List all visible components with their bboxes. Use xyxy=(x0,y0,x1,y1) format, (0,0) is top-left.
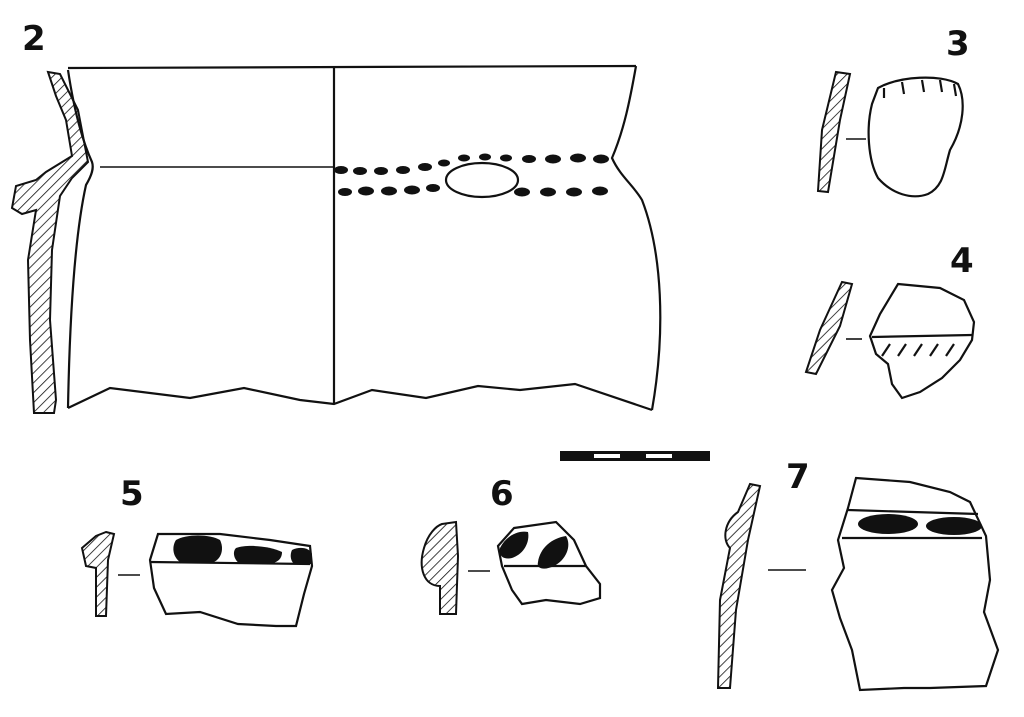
figure-7-profile-section xyxy=(716,482,762,689)
figure-7-upper-band-line xyxy=(847,508,979,516)
figure-7-impressed-blobs xyxy=(858,514,982,535)
figure-label-3: 3 xyxy=(946,24,970,64)
figure-3-profile-section xyxy=(816,70,852,194)
figure-label-2: 2 xyxy=(22,19,46,59)
figure-4-profile-section xyxy=(804,280,854,376)
figure-5-sherd-outline xyxy=(148,532,314,628)
figure-2-punctate-row-lower xyxy=(338,184,608,197)
figure-5-rim-line xyxy=(149,560,311,566)
figure-3-sherd-outline xyxy=(867,76,964,198)
figure-2-lug xyxy=(444,161,520,199)
figure-5-profile-section xyxy=(80,530,116,617)
figure-label-4: 4 xyxy=(950,241,974,281)
figure-4-hatched-band xyxy=(881,343,955,357)
scale-bar xyxy=(560,451,710,461)
figure-6-impressed-blobs xyxy=(499,531,569,569)
figure-label-7: 7 xyxy=(786,457,810,497)
figure-4-rim-line xyxy=(871,333,973,339)
figure-label-5: 5 xyxy=(120,474,144,514)
figure-4-sherd-outline xyxy=(868,282,976,400)
figure-label-6: 6 xyxy=(490,474,514,514)
figure-2-vessel-outline xyxy=(66,64,662,412)
figure-6-sherd-outline xyxy=(496,520,602,606)
figure-6-profile-section xyxy=(420,520,460,615)
figure-2: 2 xyxy=(10,19,662,414)
figure-7-sherd-outline xyxy=(830,476,1000,692)
figure-2-punctate-row-upper xyxy=(334,153,609,175)
figure-5-impressed-blobs xyxy=(173,535,312,564)
figure-5: 5 xyxy=(80,474,314,628)
figure-3: 3 xyxy=(816,24,970,198)
figure-3-incised-marks xyxy=(882,79,958,98)
figure-7: 7 xyxy=(716,457,1000,692)
figure-4: 4 xyxy=(804,241,976,400)
figure-6: 6 xyxy=(420,474,602,615)
figure-2-profile-section xyxy=(10,70,90,414)
